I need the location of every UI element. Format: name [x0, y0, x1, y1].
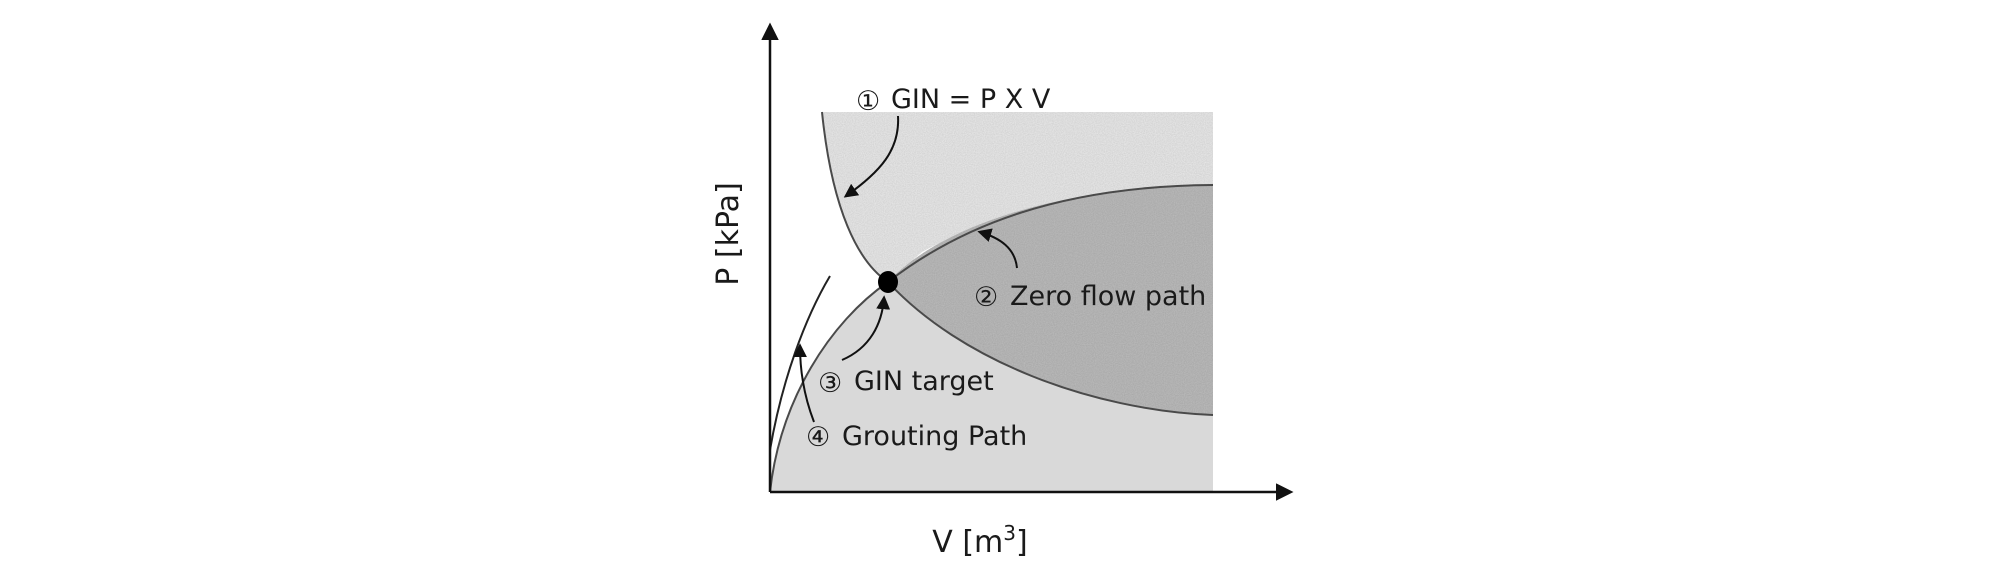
annotation-gin-target-marker: ③: [818, 368, 842, 399]
annotation-zero-flow-marker: ②: [974, 282, 998, 313]
annotation-grouting-marker: ④: [806, 422, 830, 453]
x-axis-title-base: V [m: [932, 525, 1003, 560]
annotation-gin-formula: GIN = P X V: [891, 84, 1051, 115]
grouting-pointer-arrow: [793, 343, 815, 423]
annotation-grouting-text: Grouting Path: [842, 421, 1027, 452]
annotation-gin-target-text: GIN target: [854, 366, 994, 397]
zero-flow-pointer-arrow: [977, 228, 1018, 269]
y-axis-title: P [kPa]: [711, 182, 746, 286]
x-axis-title-sup: 3: [1003, 521, 1016, 545]
annotation-gin-marker: ①: [856, 86, 880, 117]
gin-target-point: [878, 271, 898, 293]
x-axis-title: V [m3]: [932, 521, 1027, 560]
annotation-zero-flow-text: Zero flow path: [1010, 281, 1206, 312]
gin-pointer-arrow: [843, 115, 900, 198]
x-axis-title-end: ]: [1016, 525, 1028, 560]
gin-curve: [821, 111, 1214, 416]
gin-target-pointer-arrow: [841, 295, 891, 361]
lower-region: [770, 282, 1213, 492]
zero-flow-region: [888, 185, 1213, 415]
gin-region: [822, 112, 1213, 282]
